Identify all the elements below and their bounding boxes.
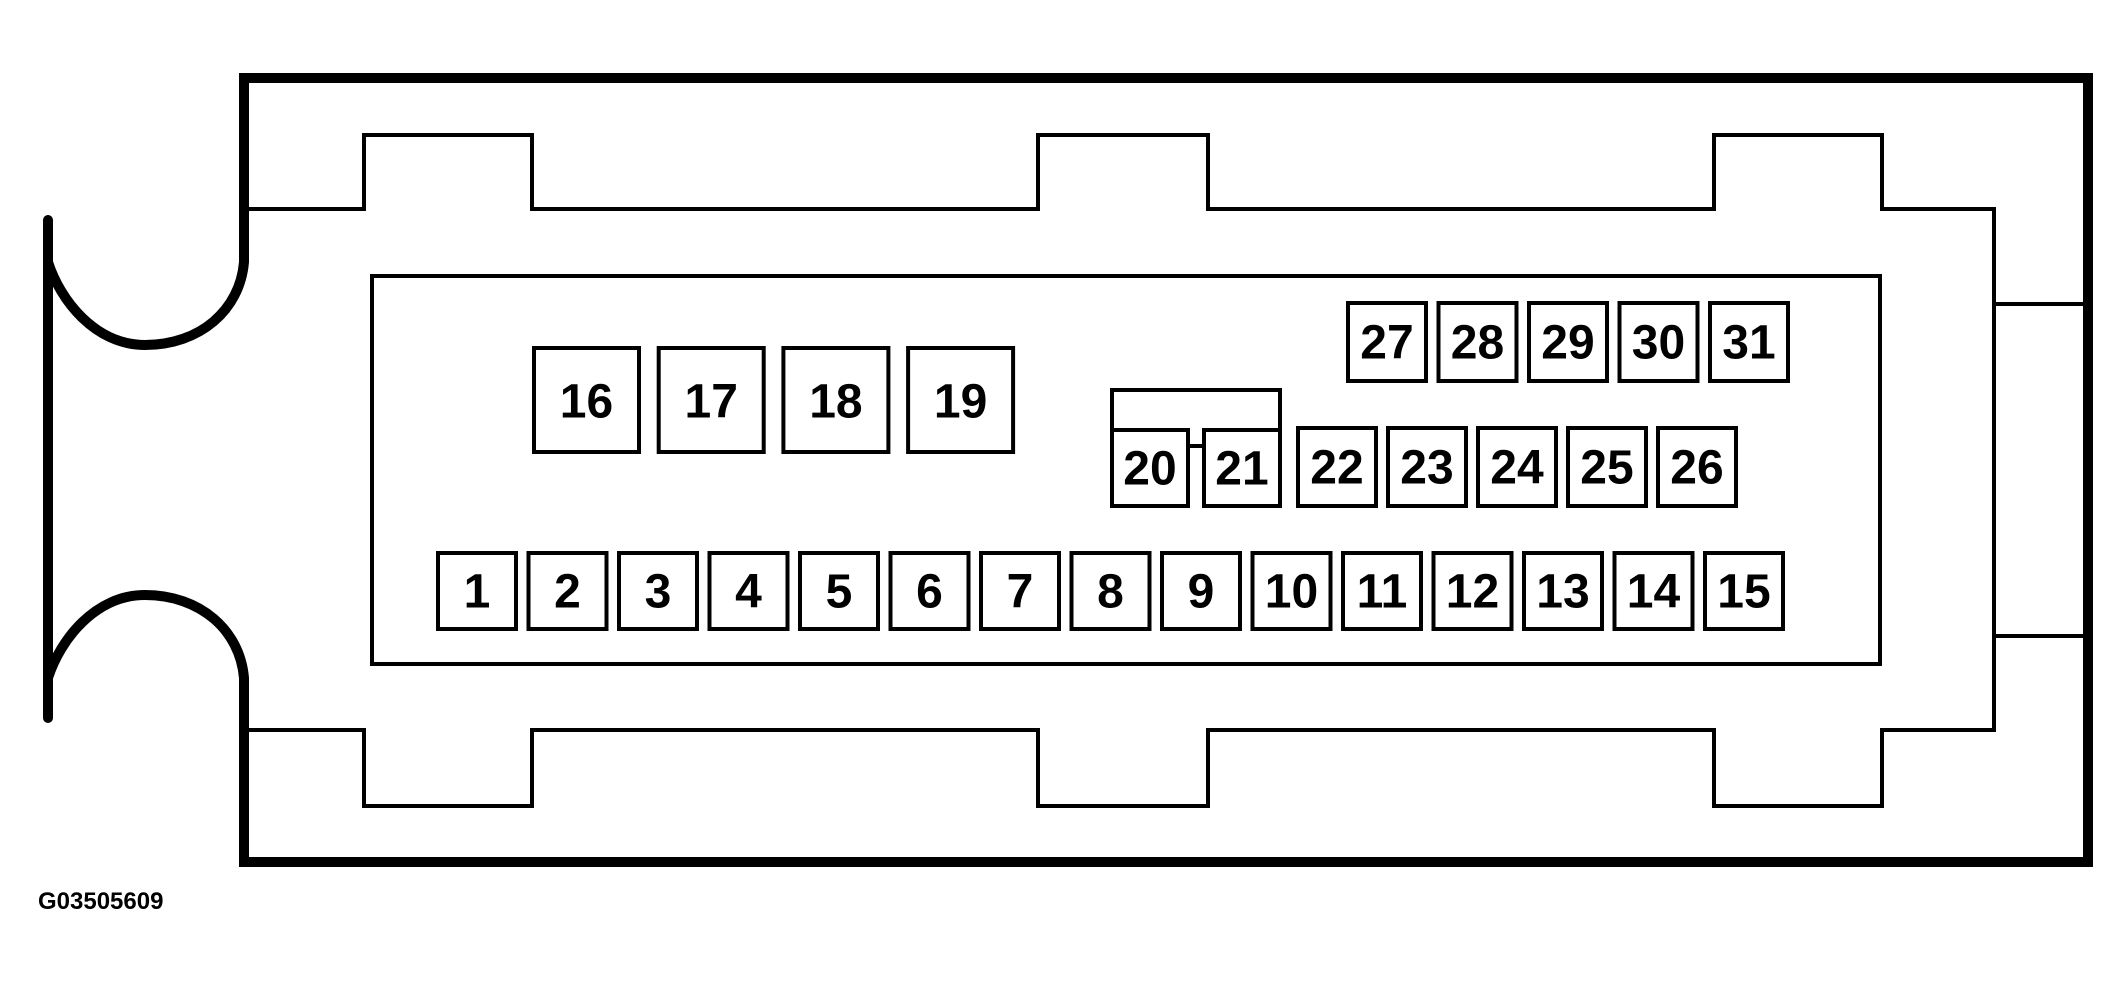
pin-cavity-28 <box>1436 301 1519 383</box>
pin-cavity-14 <box>1612 551 1695 631</box>
pin-cavity-31 <box>1708 301 1790 383</box>
pin-label-6: 6 <box>916 566 943 619</box>
pin-label-17: 17 <box>685 375 738 428</box>
pin-cavity-17 <box>656 346 766 454</box>
pin-label-30: 30 <box>1632 317 1685 370</box>
latch-rib <box>1994 302 2088 638</box>
pin-cavity-24 <box>1476 426 1558 508</box>
pin-cavity-5 <box>798 551 880 631</box>
figure-code: G03505609 <box>38 888 164 915</box>
pin-label-27: 27 <box>1360 317 1413 370</box>
pin-label-19: 19 <box>934 375 987 428</box>
pin-cavity-21 <box>1202 428 1282 508</box>
pin-cavity-29 <box>1527 301 1609 383</box>
pin-label-10: 10 <box>1265 566 1318 619</box>
pin-label-22: 22 <box>1310 442 1363 495</box>
pin-panel <box>370 274 1882 666</box>
pin-label-28: 28 <box>1451 317 1504 370</box>
pin-label-20: 20 <box>1123 443 1176 496</box>
pin-cavity-27 <box>1346 301 1428 383</box>
pin-label-7: 7 <box>1007 566 1034 619</box>
pin-cavity-23 <box>1386 426 1468 508</box>
pin-cavity-18 <box>781 346 891 454</box>
pin-label-24: 24 <box>1490 442 1544 495</box>
pin-label-13: 13 <box>1536 566 1589 619</box>
pin-cavity-22 <box>1296 426 1378 508</box>
pin-cavity-9 <box>1160 551 1242 631</box>
pin-cavity-30 <box>1617 301 1700 383</box>
pin-label-8: 8 <box>1097 566 1124 619</box>
pin-cavity-2 <box>526 551 609 631</box>
pin-label-5: 5 <box>826 566 853 619</box>
connector-outer-shell <box>239 73 2093 867</box>
pin-cavity-19 <box>906 346 1016 454</box>
pin-cavity-20 <box>1110 428 1190 508</box>
pin-cavity-8 <box>1069 551 1152 631</box>
pin-label-18: 18 <box>809 375 862 428</box>
pin-label-14: 14 <box>1627 566 1681 619</box>
pin-label-21: 21 <box>1215 443 1268 496</box>
pin-label-12: 12 <box>1446 566 1499 619</box>
pin-cavity-13 <box>1522 551 1604 631</box>
mounting-ear <box>43 215 249 723</box>
pin-label-3: 3 <box>645 566 672 619</box>
pin-cavity-26 <box>1656 426 1738 508</box>
pin-label-2: 2 <box>554 566 581 619</box>
pin-cavity-25 <box>1566 426 1648 508</box>
pin-cavity-10 <box>1250 551 1333 631</box>
pin-cavity-3 <box>617 551 699 631</box>
pin-cavity-11 <box>1341 551 1423 631</box>
pin-label-31: 31 <box>1722 317 1775 370</box>
pin-label-11: 11 <box>1357 566 1408 619</box>
pin-label-25: 25 <box>1580 442 1633 495</box>
pin-cavity-6 <box>888 551 971 631</box>
pin-label-9: 9 <box>1188 566 1215 619</box>
pin-cavity-7 <box>979 551 1061 631</box>
pin-cavity-1 <box>436 551 518 631</box>
housing-key-outline <box>244 133 1996 808</box>
pin-label-26: 26 <box>1670 442 1723 495</box>
pin-label-15: 15 <box>1717 566 1770 619</box>
pin-label-16: 16 <box>560 375 613 428</box>
pin-cavity-16 <box>532 346 641 454</box>
pin-label-1: 1 <box>464 566 491 619</box>
pin-label-29: 29 <box>1541 317 1594 370</box>
pin-label-23: 23 <box>1400 442 1453 495</box>
pin-cavity-15 <box>1703 551 1785 631</box>
pin-cavity-12 <box>1431 551 1514 631</box>
pin-cavity-4 <box>707 551 790 631</box>
pin-label-4: 4 <box>735 566 762 619</box>
